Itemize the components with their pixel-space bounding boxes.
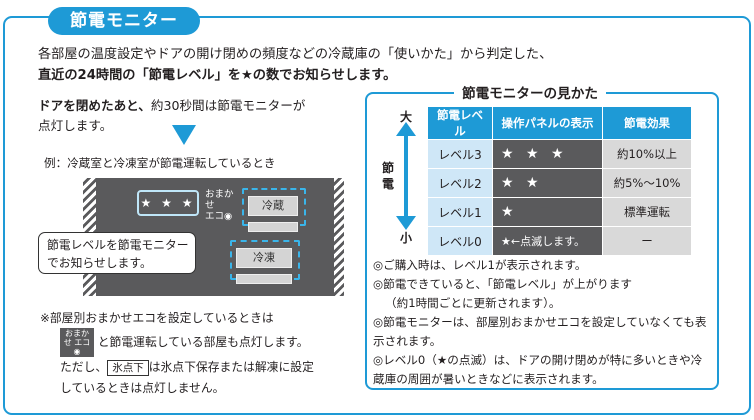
callout-line-1: 節電レベルを節電モニター xyxy=(47,238,189,252)
panel-cell: ★ ★ ★ xyxy=(492,139,603,169)
level-table: 節電レベル 操作パネルの表示 節電効果 レベル3 ★ ★ ★ 約10%以上 レベ… xyxy=(427,106,692,256)
header-panel: 操作パネルの表示 xyxy=(492,106,603,140)
panel-cell: ★ xyxy=(492,197,603,227)
door-note-rest: 約30秒間は節電モニターが xyxy=(150,98,306,113)
fridge-button-lower xyxy=(248,222,298,232)
bullet-item: （約1時間ごとに更新されます）。 xyxy=(385,296,561,310)
panel-edge-right xyxy=(334,178,344,296)
table-row: レベル3 ★ ★ ★ 約10%以上 xyxy=(427,139,692,169)
level-cell: レベル1 xyxy=(427,197,493,227)
fridge-button: 冷蔵 xyxy=(248,196,298,216)
bullet-item: ◎ご購入時は、レベル1が表示されます。 xyxy=(373,258,587,272)
freezer-button: 冷凍 xyxy=(236,248,292,268)
section-frame xyxy=(3,16,751,415)
callout-line-2: でお知らせします。 xyxy=(47,256,152,270)
header-level: 節電レベル xyxy=(427,106,493,140)
panel-eco-label-1: おまかせ xyxy=(205,189,234,211)
note-line-3b: は氷点下保存または解凍に設定 xyxy=(148,360,314,374)
axis-line xyxy=(404,134,408,218)
panel-callout: 節電レベルを節電モニター でお知らせします。 xyxy=(38,232,196,274)
effect-cell: ー xyxy=(602,226,692,256)
guide-bullets: ◎ご購入時は、レベル1が表示されます。 ◎節電できていると、「節電レベル」が上が… xyxy=(373,256,713,389)
level-cell: レベル0 xyxy=(427,226,493,256)
axis-label-bottom: 小 xyxy=(400,231,413,245)
bullet-item: ◎節電モニターは、部屋別おまかせエコを設定していなくても表示されます。 xyxy=(373,315,707,348)
intro-line-2: 直近の24時間の「節電レベル」を★の数でお知らせします。 xyxy=(38,68,397,83)
note-line-2: と節電運転している部屋も点灯します。 xyxy=(97,335,309,349)
axis-down-arrow-icon xyxy=(396,216,416,230)
effect-cell: 標準運転 xyxy=(602,197,692,227)
table-row: レベル2 ★ ★ 約5%～10% xyxy=(427,168,692,198)
door-note-bold: ドアを閉めたあと、 xyxy=(38,98,151,113)
panel-cell: ★←点滅します。 xyxy=(492,226,603,256)
bullet-item: ◎節電できていると、「節電レベル」が上がります xyxy=(373,277,632,291)
door-note-line2: 点灯します。 xyxy=(38,118,113,133)
intro-line-1: 各部屋の温度設定やドアの開け閉めの頻度などの冷蔵庫の「使いかた」から判定した、 xyxy=(38,47,553,62)
section-title: 節電モニター xyxy=(48,7,200,35)
axis-label-top: 大 xyxy=(400,110,413,124)
example-caption: 例：冷蔵室と冷凍室が節電運転しているとき xyxy=(44,156,276,170)
bullet-item: ◎レベル0（★の点滅）は、ドアの開け閉めが特に多いときや冷蔵庫の周囲が暑いときな… xyxy=(373,353,703,386)
frozen-badge: 氷点下 xyxy=(107,360,149,376)
effect-cell: 約10%以上 xyxy=(602,139,692,169)
note-line-3a: ただし、 xyxy=(60,360,108,374)
table-row: レベル1 ★ 標準運転 xyxy=(427,197,692,227)
note-body: おまかせ エコ◉ と節電運転している部屋も点灯します。 ただし、氷点下は氷点下保… xyxy=(60,328,314,399)
guide-title: 節電モニターの見かた xyxy=(454,82,606,102)
axis-label-middle: 節電 xyxy=(382,161,395,191)
level-table-header: 節電レベル 操作パネルの表示 節電効果 xyxy=(427,106,692,140)
panel-stars-display: ★ ★ ★ xyxy=(137,190,199,216)
intro-text: 各部屋の温度設定やドアの開け閉めの頻度などの冷蔵庫の「使いかた」から判定した、 … xyxy=(38,44,552,86)
panel-cell: ★ ★ xyxy=(492,168,603,198)
down-arrow-icon xyxy=(172,125,196,145)
effect-cell: 約5%～10% xyxy=(602,168,692,198)
panel-eco-label: おまかせ エコ◉ xyxy=(205,189,237,222)
door-note: ドアを閉めたあと、約30秒間は節電モニターが 点灯します。 xyxy=(38,96,358,136)
level-cell: レベル2 xyxy=(427,168,493,198)
eco-badge-icon: おまかせ エコ◉ xyxy=(60,328,94,357)
freezer-button-lower xyxy=(236,274,292,284)
panel-eco-label-2: エコ◉ xyxy=(205,211,233,222)
note-line-1: ※部屋別おまかせエコを設定しているときは xyxy=(40,311,274,325)
table-row: レベル0 ★←点滅します。 ー xyxy=(427,226,692,256)
note-line-4: しているときは点灯しません。 xyxy=(60,381,225,395)
level-cell: レベル3 xyxy=(427,139,493,169)
axis-up-arrow-icon xyxy=(396,122,416,136)
header-effect: 節電効果 xyxy=(602,106,692,140)
